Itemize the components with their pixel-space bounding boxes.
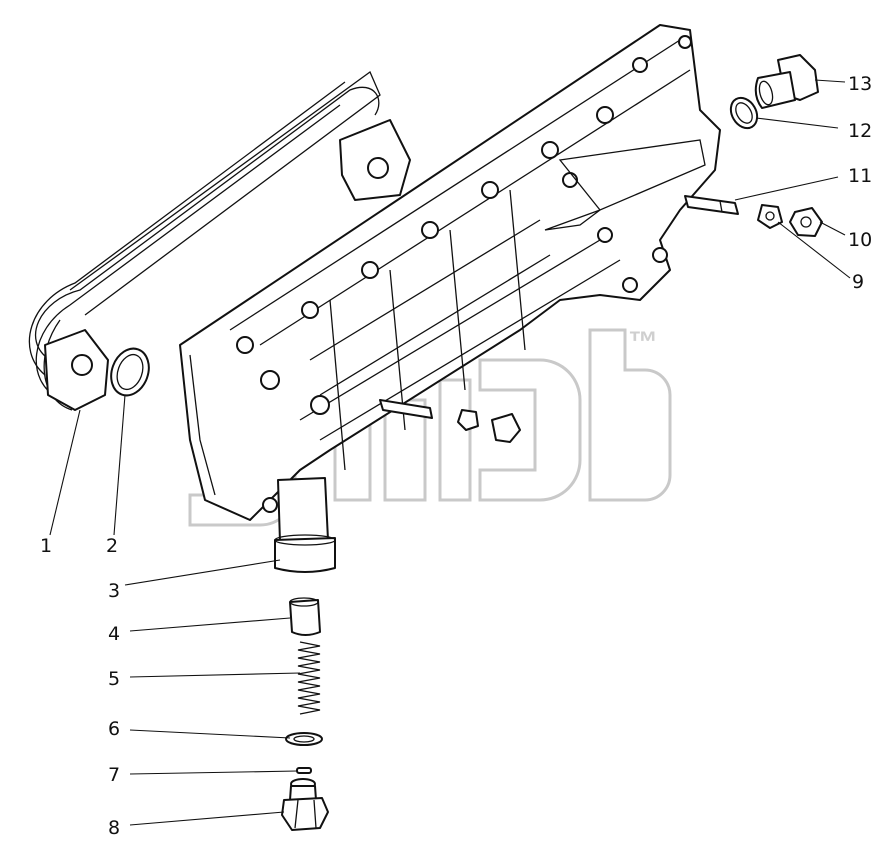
callout-3: 3: [108, 580, 120, 602]
part-7-pin: [296, 767, 312, 774]
part-10-nut: [491, 207, 823, 443]
part-11-stud: [379, 195, 739, 419]
part-2-gasket: [110, 347, 150, 397]
part-12-oring: [729, 96, 759, 130]
part-1-belt-cover: [28, 70, 381, 411]
part-4-plunger: [289, 597, 321, 636]
callout-9: 9: [852, 271, 864, 293]
callout-12: 12: [848, 120, 872, 142]
callout-4: 4: [108, 623, 120, 645]
callout-5: 5: [108, 668, 120, 690]
part-9-washer: [457, 204, 783, 431]
callout-6: 6: [108, 718, 120, 740]
part-6-washer: [285, 732, 323, 746]
watermark-trademark: ™: [628, 326, 658, 359]
callout-11: 11: [848, 165, 872, 187]
callout-8: 8: [108, 817, 120, 839]
main-housing: [179, 24, 721, 521]
part-3-sleeve: [274, 477, 336, 573]
leader-lines: [49, 79, 851, 826]
callout-1: 1: [40, 535, 52, 557]
part-13-fitting: [754, 54, 819, 109]
callout-7: 7: [108, 764, 120, 786]
part-5-spring: [297, 641, 321, 715]
part-8-plug: [281, 778, 329, 831]
callout-13: 13: [848, 73, 872, 95]
callout-labels: 1 2 3 4 5 6 7 8 9 10 11 12 13: [40, 73, 872, 839]
callout-2: 2: [106, 535, 118, 557]
callout-10: 10: [848, 229, 872, 251]
